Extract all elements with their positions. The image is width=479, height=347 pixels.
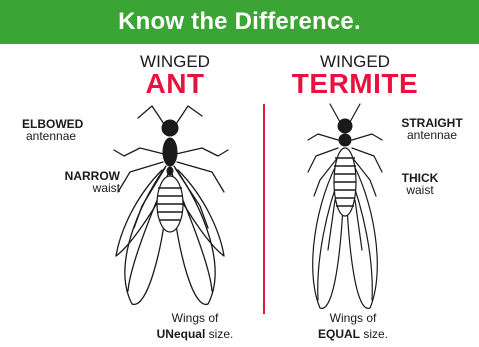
ant-wings-line2: UNequal size.	[140, 326, 250, 342]
termite-antennae-label: STRAIGHT antennae	[392, 117, 472, 141]
ant-illustration	[90, 96, 260, 316]
title-banner: Know the Difference.	[0, 0, 479, 44]
termite-wings-caption: Wings of EQUAL size.	[298, 310, 408, 342]
ant-wings-rest: size.	[205, 327, 233, 341]
termite-wings-line2: EQUAL size.	[298, 326, 408, 342]
center-divider	[263, 104, 265, 314]
banner-title: Know the Difference.	[118, 8, 361, 36]
ant-wings-caption: Wings of UNequal size.	[140, 310, 250, 342]
termite-wings-rest: size.	[360, 327, 388, 341]
termite-wings-line1: Wings of	[298, 310, 408, 326]
termite-illustration	[290, 100, 400, 315]
termite-antennae-sub: antennae	[392, 129, 472, 141]
ant-wings-line1: Wings of	[140, 310, 250, 326]
termite-title: TERMITE	[270, 68, 440, 100]
ant-wings-strong: UNequal	[157, 327, 206, 341]
termite-wings-strong: EQUAL	[318, 327, 360, 341]
